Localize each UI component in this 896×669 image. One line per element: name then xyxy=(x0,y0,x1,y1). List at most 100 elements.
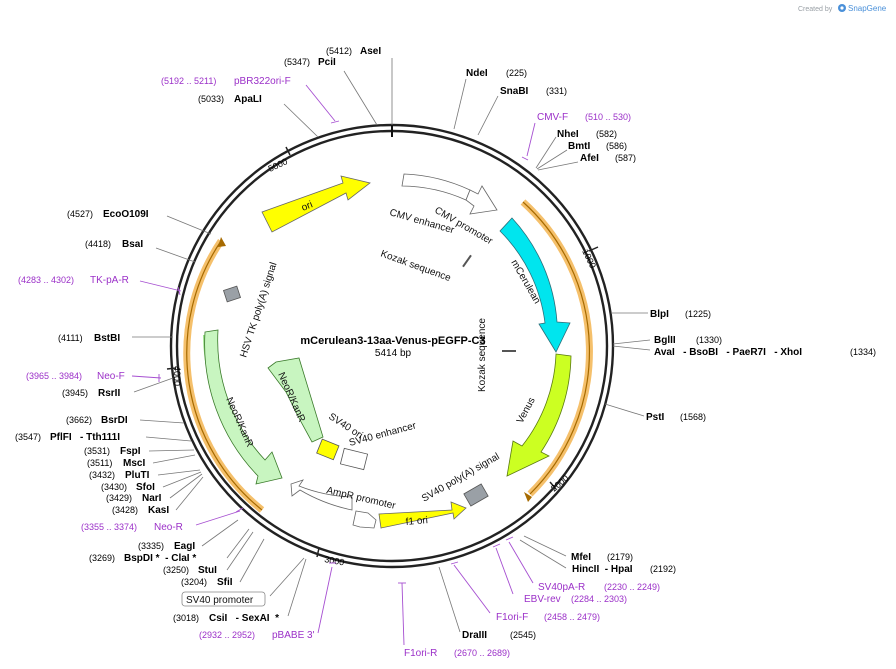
primer-pbr322ori-f[interactable]: pBR322ori-F xyxy=(234,76,291,87)
tick-label-5000: 5000 xyxy=(267,156,289,174)
feature-sv40-enhancer-block[interactable] xyxy=(339,447,369,471)
plasmid-size: 5414 bp xyxy=(375,348,412,359)
enzyme-mfei[interactable]: MfeI xyxy=(571,552,591,563)
primer-range-tk-pa-r: (4283 .. 4302) xyxy=(18,275,74,285)
enzyme-pos-ndei: (225) xyxy=(506,68,527,78)
sv40-promoter-boxed-label: SV40 promoter xyxy=(186,595,254,606)
feature-neor-kanr-inner-arrow[interactable] xyxy=(267,357,324,443)
enzyme-leader-lines xyxy=(132,58,651,633)
snapgene-logo-icon xyxy=(838,4,846,12)
enzyme-pos-avai-group: (1334) xyxy=(850,347,876,357)
primer-range-f1ori-r: (2670 .. 2689) xyxy=(454,648,510,658)
primer-sv40pa-r[interactable]: SV40pA-R xyxy=(538,582,585,593)
enzyme-avai-group[interactable]: AvaI - BsoBI - PaeR7I - XhoI xyxy=(654,347,802,358)
enzyme-pos-eagi: (3335) xyxy=(138,541,164,551)
enzyme-pluti[interactable]: PluTI xyxy=(125,470,150,481)
enzyme-hincii-hpai[interactable]: HincII - HpaI xyxy=(572,564,633,575)
enzyme-bmti[interactable]: BmtI xyxy=(568,141,590,152)
enzyme-bsai[interactable]: BsaI xyxy=(122,239,143,250)
tick-marks xyxy=(166,146,599,558)
feature-cmv-promoter-arrow[interactable] xyxy=(465,185,498,215)
feature-ampr-promoter-arrow-2[interactable] xyxy=(290,479,353,511)
enzyme-draiii[interactable]: DraIII xyxy=(462,630,487,641)
enzyme-pos-fspi: (3531) xyxy=(84,446,110,456)
enzyme-ecoo109i[interactable]: EcoO109I xyxy=(103,209,149,220)
primer-pbabe-3[interactable]: pBABE 3' xyxy=(272,630,315,641)
feature-kozak-1-label: Kozak sequence xyxy=(379,248,453,284)
enzyme-pos-nari: (3429) xyxy=(106,493,132,503)
enzyme-nari[interactable]: NarI xyxy=(142,493,162,504)
primer-ebv-rev[interactable]: EBV-rev xyxy=(524,594,561,605)
feature-venus-arrow[interactable] xyxy=(506,353,572,477)
enzyme-sfoi[interactable]: SfoI xyxy=(136,482,155,493)
enzyme-eagi[interactable]: EagI xyxy=(174,541,195,552)
enzyme-bstbi[interactable]: BstBI xyxy=(94,333,120,344)
enzyme-asei[interactable]: AseI xyxy=(360,46,381,57)
enzyme-stui[interactable]: StuI xyxy=(198,565,217,576)
primer-range-ebv-rev: (2284 .. 2303) xyxy=(571,594,627,604)
enzyme-snabi[interactable]: SnaBI xyxy=(500,86,529,97)
enzyme-rsrii[interactable]: RsrII xyxy=(98,388,120,399)
enzyme-pos-bglii: (1330) xyxy=(696,335,722,345)
feature-sv40-polya-label: SV40 poly(A) signal xyxy=(420,451,502,504)
primer-cmv-f[interactable]: CMV-F xyxy=(537,112,568,123)
enzyme-pos-hincii-hpai: (2192) xyxy=(650,564,676,574)
primer-f1ori-f[interactable]: F1ori-F xyxy=(496,612,528,623)
enzyme-pos-draiii: (2545) xyxy=(510,630,536,640)
enzyme-msci[interactable]: MscI xyxy=(123,458,145,469)
feature-neor-kanr-outer-arrow[interactable] xyxy=(204,329,283,485)
feature-ampr-promoter-arrow[interactable] xyxy=(352,510,377,529)
enzyme-pos-nhei: (582) xyxy=(596,129,617,139)
enzyme-pos-stui: (3250) xyxy=(163,565,189,575)
enzyme-pos-bsai: (4418) xyxy=(85,239,111,249)
enzyme-pos-ecoo109i: (4527) xyxy=(67,209,93,219)
primer-tk-pa-r[interactable]: TK-pA-R xyxy=(90,275,129,286)
feature-kozak-2-mark xyxy=(502,350,516,352)
primer-range-neo-r: (3355 .. 3374) xyxy=(81,522,137,532)
feature-ori-arrow[interactable] xyxy=(261,175,371,233)
enzyme-sfii[interactable]: SfiI xyxy=(217,577,233,588)
enzyme-apali[interactable]: ApaLI xyxy=(234,94,262,105)
enzyme-pos-pluti: (3432) xyxy=(89,470,115,480)
enzyme-pos-rsrii: (3945) xyxy=(62,388,88,398)
enzyme-pos-mfei: (2179) xyxy=(607,552,633,562)
enzyme-bsrdi[interactable]: BsrDI xyxy=(101,415,128,426)
enzyme-nhei[interactable]: NheI xyxy=(557,129,579,140)
primer-range-neo-f: (3965 .. 3984) xyxy=(26,371,82,381)
enzyme-bglii[interactable]: BglII xyxy=(654,335,676,346)
enzyme-pcii[interactable]: PciI xyxy=(318,57,336,68)
enzyme-psti[interactable]: PstI xyxy=(646,412,665,423)
enzyme-pos-snabi: (331) xyxy=(546,86,567,96)
feature-venus-label: Venus xyxy=(515,396,538,426)
enzyme-pos-blpi: (1225) xyxy=(685,309,711,319)
primer-leaders xyxy=(131,84,536,646)
primer-f1ori-r[interactable]: F1ori-R xyxy=(404,648,437,659)
enzyme-ndei[interactable]: NdeI xyxy=(466,68,488,79)
feature-kozak-2-label: Kozak sequence xyxy=(477,318,488,392)
feature-mcerulean-arrow[interactable] xyxy=(499,217,571,353)
primer-neo-r[interactable]: Neo-R xyxy=(154,522,183,533)
enzyme-fspi[interactable]: FspI xyxy=(120,446,141,457)
enzyme-pos-msci: (3511) xyxy=(87,458,112,468)
enzyme-afei[interactable]: AfeI xyxy=(580,153,599,164)
feature-hsv-tk-polya-label: HSV TK poly(A) signal xyxy=(238,261,279,359)
enzyme-pflfi-tth111i[interactable]: PflFI - Tth111I xyxy=(50,432,120,443)
feature-sv40-ori-block[interactable] xyxy=(316,438,340,461)
enzyme-pos-afei: (587) xyxy=(615,153,636,163)
enzyme-pos-pflfi: (3547) xyxy=(15,432,41,442)
enzyme-bspdi-clai[interactable]: BspDI * - ClaI * xyxy=(124,553,196,564)
enzyme-pos-apali: (5033) xyxy=(198,94,224,104)
feature-cmv-enhancer-arrow[interactable] xyxy=(401,173,471,201)
enzyme-blpi[interactable]: BlpI xyxy=(650,309,669,320)
enzyme-pos-kasi: (3428) xyxy=(112,505,138,515)
feature-sv40-enhancer-label: SV40 enhancer xyxy=(348,420,418,449)
enzyme-pos-bmti: (586) xyxy=(606,141,627,151)
enzyme-pos-csii: (3018) xyxy=(173,613,199,623)
enzyme-csii-sexai[interactable]: CsiI - SexAI * xyxy=(209,613,279,624)
enzyme-kasi[interactable]: KasI xyxy=(148,505,169,516)
primer-neo-f[interactable]: Neo-F xyxy=(97,371,125,382)
feature-f1ori-arrow[interactable] xyxy=(378,501,467,529)
snapgene-brand: SnapGene xyxy=(848,4,887,13)
enzyme-pos-sfoi: (3430) xyxy=(101,482,127,492)
